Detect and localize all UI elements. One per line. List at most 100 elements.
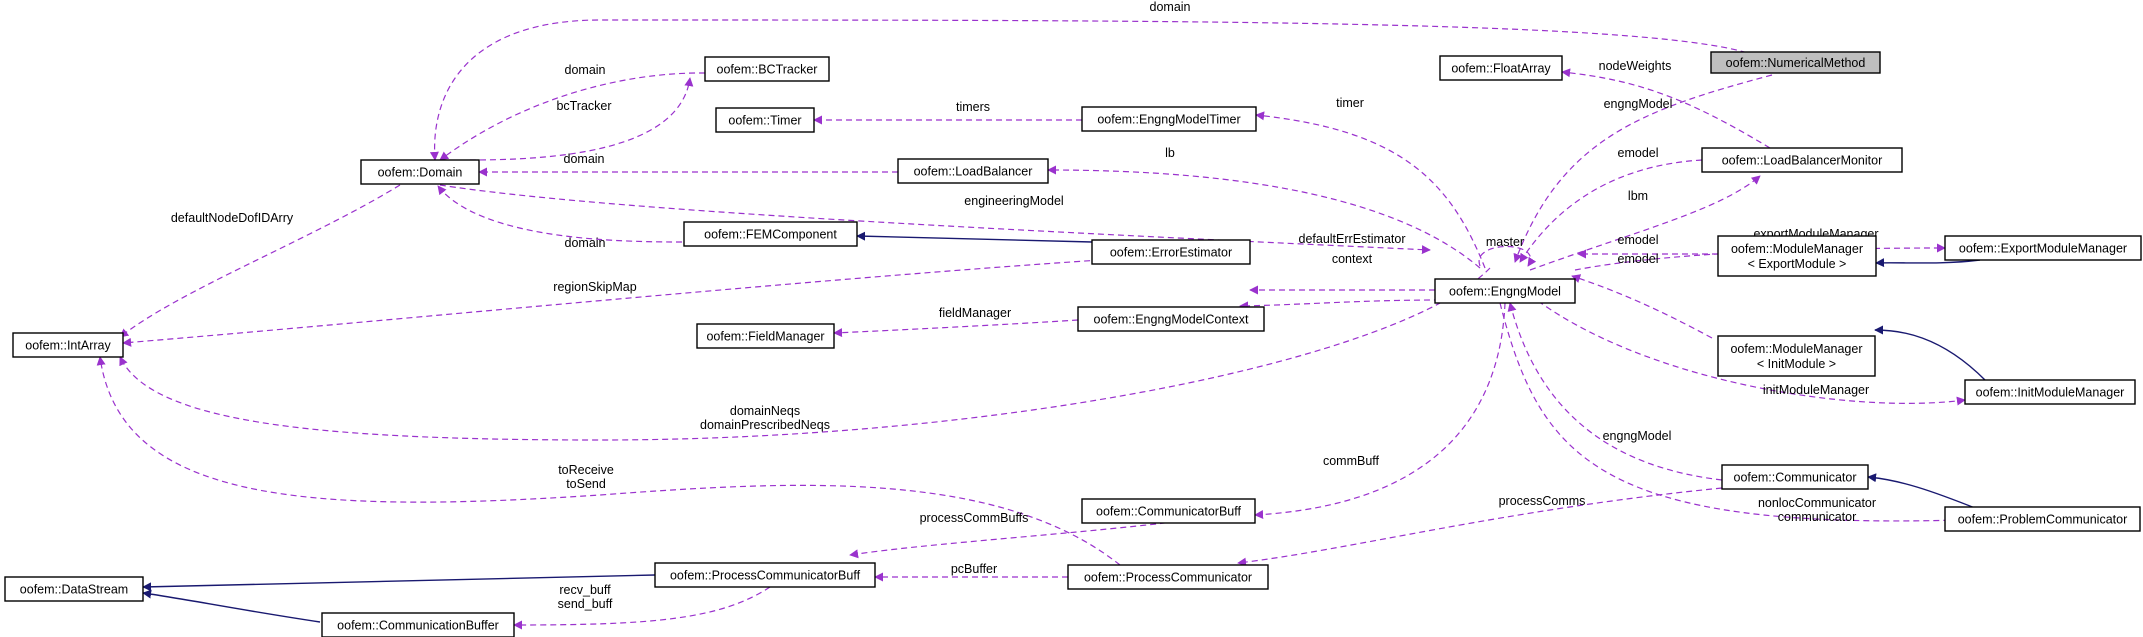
class-node-domain[interactable]: oofem::Domain: [360, 159, 480, 185]
edge-label-engineering-model: engineeringModel: [964, 194, 1063, 208]
class-node-numerical-method[interactable]: oofem::NumericalMethod: [1710, 51, 1881, 74]
edge-process-comm-buffs: [849, 509, 1256, 559]
class-node-communication-buffer[interactable]: oofem::CommunicationBuffer: [321, 612, 515, 637]
edge-label-field-manager: fieldManager: [939, 306, 1011, 320]
edge-label-bc-tracker: bcTracker: [556, 99, 611, 113]
class-node-float-array[interactable]: oofem::FloatArray: [1439, 55, 1563, 81]
class-node-label: oofem::CommunicationBuffer: [337, 619, 499, 633]
class-node-box: [683, 221, 858, 247]
edge-comm-buff: [1254, 302, 1506, 520]
edge-label-process-comm-buffs: processCommBuffs: [920, 511, 1029, 525]
class-node-field-manager[interactable]: oofem::FieldManager: [696, 323, 835, 349]
class-node-problem-communicator[interactable]: oofem::ProblemCommunicator: [1944, 506, 2141, 532]
class-node-fem-component[interactable]: oofem::FEMComponent: [683, 221, 858, 247]
edge-export-module-manager: [1574, 243, 1946, 271]
class-node-label: < InitModule >: [1757, 357, 1836, 371]
edge-label-engng-model-comm: engngModel: [1603, 429, 1672, 443]
class-node-export-module-manager[interactable]: oofem::ExportModuleManager: [1944, 235, 2142, 261]
class-node-box: [360, 159, 480, 185]
class-node-label: oofem::EngngModel: [1449, 285, 1561, 299]
edge-nonloc-comm: [1499, 302, 1961, 525]
class-node-error-estimator[interactable]: oofem::ErrorEstimator: [1091, 239, 1251, 265]
class-node-process-communicator-buff[interactable]: oofem::ProcessCommunicatorBuff: [654, 562, 876, 588]
edge-label-domain-top: domain: [1150, 0, 1191, 14]
class-node-label: oofem::ProcessCommunicatorBuff: [670, 569, 861, 583]
class-node-box: [1091, 239, 1251, 265]
edge-label-recv-send-buff: send_buff: [558, 597, 613, 611]
edge-label-default-err: defaultErrEstimator: [1299, 232, 1406, 246]
class-node-label: oofem::EngngModelContext: [1094, 313, 1249, 327]
edge-label-context: context: [1332, 252, 1373, 266]
class-node-box: [1717, 235, 1877, 277]
edge-region-skip: [122, 259, 1101, 347]
class-node-label: oofem::ExportModuleManager: [1959, 242, 2127, 256]
edge-bctracker-domain: [439, 72, 706, 161]
edge-domain-bctracker: [469, 77, 694, 161]
edge-emodel-lbm: [1519, 159, 1703, 263]
class-node-label: oofem::FEMComponent: [704, 228, 837, 242]
edge-emodel-mm2: [1571, 274, 1713, 339]
class-node-box: [1081, 106, 1257, 132]
class-node-label: oofem::FloatArray: [1451, 62, 1551, 76]
class-node-timer[interactable]: oofem::Timer: [715, 107, 815, 133]
edge-label-fem-domain: domain: [565, 236, 606, 250]
class-node-label: oofem::ModuleManager: [1731, 242, 1863, 256]
class-node-module-manager-export[interactable]: oofem::ModuleManager< ExportModule >: [1717, 235, 1877, 277]
class-node-label: oofem::Communicator: [1734, 471, 1857, 485]
edge-node-weights: [1561, 68, 1771, 149]
edge-label-emodel-lbm: emodel: [1618, 146, 1659, 160]
edge-fem-domain: [437, 185, 683, 243]
edge-label-engng-model-nm: engngModel: [1604, 97, 1673, 111]
class-node-box: [715, 107, 815, 133]
edge-context: [1239, 299, 1441, 311]
edge-master: [1478, 245, 1537, 267]
edge-lbm: [1529, 175, 1761, 271]
class-node-label: oofem::Timer: [728, 114, 801, 128]
edge-process-comms: [1237, 487, 1723, 567]
edge-label-default-node-dof: defaultNodeDofIDArry: [171, 211, 294, 225]
edge-label-recv-send-buff: recv_buff: [559, 583, 611, 597]
class-node-box: [897, 158, 1049, 184]
class-node-label: oofem::IntArray: [25, 339, 111, 353]
class-node-engng-model-timer[interactable]: oofem::EngngModelTimer: [1081, 106, 1257, 132]
class-node-data-stream[interactable]: oofem::DataStream: [4, 576, 144, 602]
class-node-label: oofem::CommunicatorBuff: [1096, 505, 1241, 519]
class-node-box: [12, 332, 124, 358]
class-node-label: oofem::LoadBalancer: [914, 165, 1033, 179]
class-node-bc-tracker[interactable]: oofem::BCTracker: [704, 56, 830, 82]
class-node-box: [1701, 147, 1903, 173]
edge-label-emodel-mm2: emodel: [1618, 252, 1659, 266]
edge-inherit-initmodulemanager-modulemanager: [1874, 325, 1986, 381]
class-node-engng-model-context[interactable]: oofem::EngngModelContext: [1077, 306, 1265, 332]
edge-domain-top: [429, 19, 1766, 161]
edge-label-lb-domain: domain: [564, 152, 605, 166]
edge-inherit-exportmodulemanager-modulemanager: [1875, 258, 1981, 268]
edge-recv-send-buff: [513, 586, 771, 630]
class-node-label: oofem::EngngModelTimer: [1097, 113, 1240, 127]
class-node-process-communicator[interactable]: oofem::ProcessCommunicator: [1067, 564, 1269, 590]
edge-inherit-errorestimator-femcomponent: [856, 231, 1093, 243]
class-node-load-balancer-monitor[interactable]: oofem::LoadBalancerMonitor: [1701, 147, 1903, 173]
edge-label-domain-neqs: domainPrescribedNeqs: [700, 418, 830, 432]
edge-inherit-problemcommunicator-communicator: [1867, 473, 1981, 511]
class-node-label: < ExportModule >: [1748, 257, 1847, 271]
class-node-engng-model[interactable]: oofem::EngngModel: [1434, 278, 1576, 304]
class-node-int-array[interactable]: oofem::IntArray: [12, 332, 124, 358]
edge-default-node-dof: [119, 184, 401, 338]
class-node-box: [1964, 379, 2136, 405]
class-node-load-balancer[interactable]: oofem::LoadBalancer: [897, 158, 1049, 184]
class-node-label: oofem::ModuleManager: [1730, 342, 1862, 356]
edge-label-nonloc-comm: communicator: [1778, 510, 1857, 524]
class-node-module-manager-init[interactable]: oofem::ModuleManager< InitModule >: [1717, 335, 1876, 377]
class-node-box: [1944, 235, 2142, 261]
edge-label-domain-neqs: domainNeqs: [730, 404, 800, 418]
class-node-label: oofem::Domain: [378, 166, 463, 180]
class-node-communicator-buff[interactable]: oofem::CommunicatorBuff: [1081, 498, 1256, 524]
edge-label-comm-buff: commBuff: [1323, 454, 1380, 468]
edge-init-module-manager: [1529, 294, 1966, 406]
class-node-communicator[interactable]: oofem::Communicator: [1721, 464, 1869, 490]
class-node-init-module-manager[interactable]: oofem::InitModuleManager: [1964, 379, 2136, 405]
edge-label-process-comms: processComms: [1499, 494, 1586, 508]
